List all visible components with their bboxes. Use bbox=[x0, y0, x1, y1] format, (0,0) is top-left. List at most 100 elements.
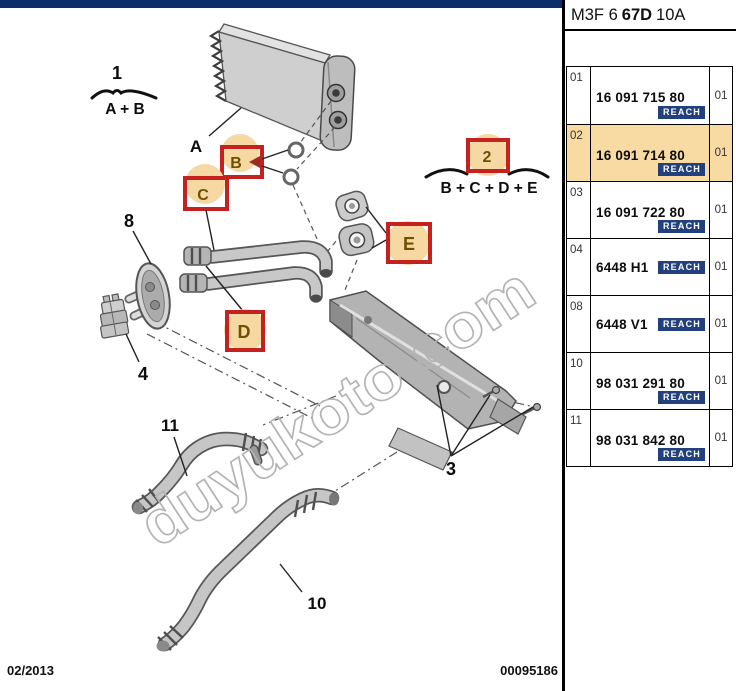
group-2-number: 2 bbox=[483, 149, 492, 166]
heater-pipes-part bbox=[179, 240, 333, 303]
screws-part bbox=[482, 385, 542, 416]
callout-a-letter: A bbox=[190, 137, 202, 156]
tank-part bbox=[329, 290, 527, 471]
callout-box-c[interactable] bbox=[183, 176, 229, 211]
callout-a: A bbox=[190, 107, 242, 156]
callout-highlight bbox=[221, 134, 259, 172]
part-8-number: 8 bbox=[124, 211, 134, 231]
callout-box-2[interactable] bbox=[466, 138, 510, 173]
part-number: 6448 H1 bbox=[596, 260, 649, 275]
part-number: 98 031 842 80 bbox=[596, 433, 685, 448]
callout-highlight bbox=[467, 134, 509, 176]
core-fins bbox=[208, 30, 228, 102]
pipe-fitting bbox=[179, 273, 208, 293]
callout-3: 3 bbox=[436, 384, 534, 479]
part-number: 98 031 291 80 bbox=[596, 376, 685, 391]
callout-highlight bbox=[386, 221, 430, 265]
code-suffix: 10A bbox=[656, 6, 686, 24]
callout-d[interactable]: D bbox=[205, 265, 266, 352]
hose-10-part bbox=[156, 488, 340, 652]
row-number: 08 bbox=[567, 296, 591, 352]
top-accent-bar bbox=[0, 0, 562, 8]
catalog-code-header: M3F 6 67D 10A bbox=[565, 2, 736, 31]
callout-b[interactable]: B bbox=[220, 134, 289, 179]
table-row[interactable]: 04 6448 H1 REACH 01 bbox=[567, 238, 732, 295]
part-cell: 98 031 842 80 REACH bbox=[591, 410, 710, 466]
hose-11-part bbox=[131, 431, 269, 515]
callout-b-letter: B bbox=[230, 155, 242, 172]
quantity: 01 bbox=[714, 147, 728, 159]
reach-badge[interactable]: REACH bbox=[657, 220, 705, 233]
part-cell: 6448 V1 REACH bbox=[591, 296, 710, 352]
table-row[interactable]: 11 98 031 842 80 REACH 01 bbox=[567, 409, 732, 466]
callout-c-letter: C bbox=[197, 187, 209, 204]
group-2-label[interactable]: 2 B + C + D + E bbox=[424, 134, 550, 197]
part-cell: 16 091 714 80 REACH bbox=[591, 125, 710, 181]
quantity: 01 bbox=[714, 375, 728, 387]
diagram-canvas: duyukoto.com 1 A + B 2 B + C + D + E A bbox=[90, 23, 550, 652]
row-number: 03 bbox=[567, 182, 591, 238]
quantity: 01 bbox=[714, 89, 728, 102]
part-number: 16 091 714 80 bbox=[596, 148, 685, 163]
connector-block-part bbox=[99, 293, 130, 339]
group-1-label: 1 A + B bbox=[90, 63, 158, 118]
quantity: 01 bbox=[714, 318, 728, 330]
code-main: 67D bbox=[621, 6, 653, 24]
part-number: 6448 V1 bbox=[596, 317, 648, 332]
callout-e-letter: E bbox=[403, 234, 415, 254]
row-number: 01 bbox=[567, 67, 591, 124]
part-cell: 6448 H1 REACH bbox=[591, 239, 710, 295]
part-number: 16 091 722 80 bbox=[596, 205, 685, 220]
pipe-fitting bbox=[183, 246, 212, 266]
quantity: 01 bbox=[714, 432, 728, 444]
part-cell: 16 091 722 80 REACH bbox=[591, 182, 710, 238]
flange-gaskets-part bbox=[335, 190, 375, 257]
group-2-formula: B + C + D + E bbox=[441, 180, 538, 197]
callout-d-letter: D bbox=[238, 322, 251, 342]
callout-box-b[interactable] bbox=[220, 145, 264, 179]
reach-badge[interactable]: REACH bbox=[657, 163, 705, 176]
callout-box-d[interactable] bbox=[225, 310, 265, 352]
callout-c[interactable]: C bbox=[183, 164, 229, 251]
table-row[interactable]: 01 16 091 715 80 REACH 01 bbox=[567, 67, 732, 124]
part-11-number: 11 bbox=[161, 416, 179, 435]
part-cell: 98 031 291 80 REACH bbox=[591, 353, 710, 409]
callout-box-e[interactable] bbox=[386, 222, 432, 264]
revision-date: 02/2013 bbox=[7, 663, 54, 678]
part-10-number: 10 bbox=[308, 594, 327, 613]
heater-core-part bbox=[208, 23, 356, 151]
arrow-left-icon bbox=[249, 156, 260, 168]
brace bbox=[507, 168, 550, 179]
brace bbox=[90, 89, 158, 100]
part-4-number: 4 bbox=[138, 364, 148, 384]
reach-badge[interactable]: REACH bbox=[657, 106, 705, 119]
callout-e[interactable]: E bbox=[365, 206, 432, 265]
table-row[interactable]: 08 6448 V1 REACH 01 bbox=[567, 295, 732, 352]
reach-badge[interactable]: REACH bbox=[657, 318, 705, 331]
panel-divider bbox=[562, 0, 565, 691]
quantity: 01 bbox=[714, 204, 728, 216]
part-cell: 16 091 715 80 REACH bbox=[591, 67, 710, 124]
row-number: 11 bbox=[567, 410, 591, 466]
reach-badge[interactable]: REACH bbox=[657, 448, 705, 461]
reach-badge[interactable]: REACH bbox=[657, 391, 705, 404]
part-number: 16 091 715 80 bbox=[596, 90, 685, 105]
table-row-selected[interactable]: 02 16 091 714 80 REACH 01 bbox=[567, 124, 732, 181]
quantity: 01 bbox=[714, 261, 728, 273]
group-1-number: 1 bbox=[112, 63, 122, 83]
row-number: 02 bbox=[567, 125, 591, 181]
brace bbox=[424, 168, 469, 179]
parts-table: 01 16 091 715 80 REACH 01 02 16 091 714 … bbox=[566, 66, 733, 467]
table-row[interactable]: 03 16 091 722 80 REACH 01 bbox=[567, 181, 732, 238]
row-number: 10 bbox=[567, 353, 591, 409]
code-prefix: M3F 6 bbox=[571, 6, 618, 24]
part-3-number: 3 bbox=[446, 459, 456, 479]
reach-badge[interactable]: REACH bbox=[657, 261, 705, 274]
callout-highlight bbox=[224, 309, 266, 351]
row-number: 04 bbox=[567, 239, 591, 295]
table-row[interactable]: 10 98 031 291 80 REACH 01 bbox=[567, 352, 732, 409]
callout-11: 11 bbox=[161, 416, 188, 477]
grommet-part bbox=[124, 262, 171, 330]
exploded-parts-diagram: duyukoto.com 1 A + B 2 B + C + D + E A bbox=[90, 23, 550, 652]
